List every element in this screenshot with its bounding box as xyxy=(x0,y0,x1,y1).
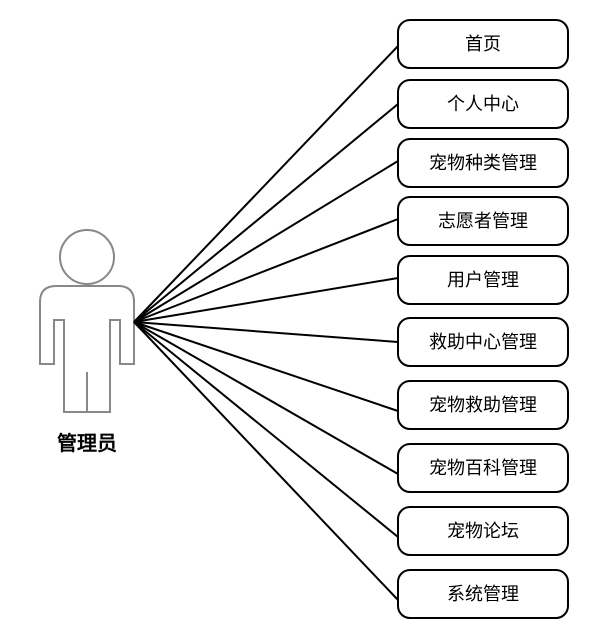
use-case-box: 救助中心管理 xyxy=(397,317,569,367)
use-case-label: 宠物论坛 xyxy=(447,521,519,542)
use-case-box: 宠物种类管理 xyxy=(397,138,569,188)
actor-head xyxy=(59,229,115,285)
use-case-frame xyxy=(397,196,569,246)
association-line xyxy=(133,103,399,323)
use-case-box: 宠物论坛 xyxy=(397,506,569,556)
association-line xyxy=(133,321,399,475)
use-case-frame xyxy=(397,138,569,188)
association-line xyxy=(133,45,399,323)
association-lines xyxy=(133,45,399,601)
use-case-frame xyxy=(397,443,569,493)
use-case-label: 宠物百科管理 xyxy=(429,458,537,479)
use-case-box: 用户管理 xyxy=(397,255,569,305)
use-case-label: 系统管理 xyxy=(447,584,519,605)
use-case-label: 志愿者管理 xyxy=(438,211,528,232)
use-case-frame xyxy=(397,317,569,367)
use-case-frame xyxy=(397,19,569,69)
use-case-box: 宠物百科管理 xyxy=(397,443,569,493)
use-case-box: 首页 xyxy=(397,19,569,69)
use-case-frame xyxy=(397,569,569,619)
actor-body xyxy=(39,285,135,413)
use-case-frame xyxy=(397,380,569,430)
association-line xyxy=(133,321,399,601)
use-case-label: 救助中心管理 xyxy=(429,332,537,353)
use-case-label: 宠物种类管理 xyxy=(429,153,537,174)
association-line xyxy=(133,321,399,538)
association-line xyxy=(133,321,399,412)
use-case-label: 首页 xyxy=(465,34,501,55)
use-case-label: 个人中心 xyxy=(447,94,519,115)
association-line xyxy=(133,321,399,343)
actor-label: 管理员 xyxy=(57,431,117,455)
use-case-box: 个人中心 xyxy=(397,79,569,129)
use-case-frame xyxy=(397,79,569,129)
use-case-label: 用户管理 xyxy=(447,270,519,291)
use-case-box: 志愿者管理 xyxy=(397,196,569,246)
use-case-frame xyxy=(397,506,569,556)
use-case-list: 首页个人中心宠物种类管理志愿者管理用户管理救助中心管理宠物救助管理宠物百科管理宠… xyxy=(397,19,569,619)
association-line xyxy=(133,218,399,323)
association-line xyxy=(133,277,399,323)
use-case-box: 宠物救助管理 xyxy=(397,380,569,430)
use-case-frame xyxy=(397,255,569,305)
association-line xyxy=(133,160,399,323)
use-case-box: 系统管理 xyxy=(397,569,569,619)
actor: 管理员 xyxy=(39,229,135,455)
use-case-label: 宠物救助管理 xyxy=(429,395,537,416)
